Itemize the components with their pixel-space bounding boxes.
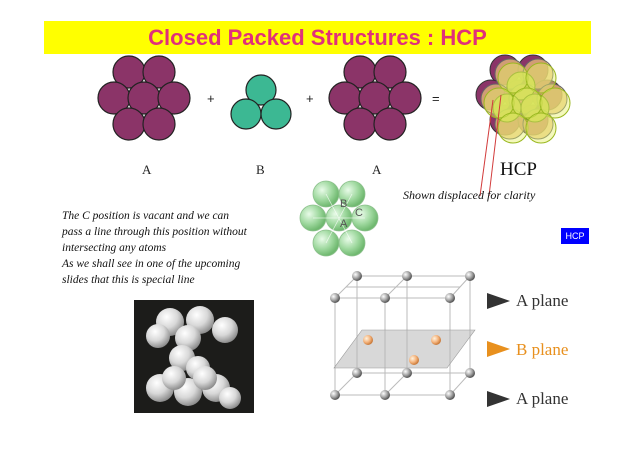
plus-operator-1: + [207, 91, 215, 106]
displaced-note: Shown displaced for clarity [403, 188, 535, 203]
inset-label-a: A [340, 218, 347, 230]
description-line: The C position is vacant and we can [62, 208, 284, 224]
plane-label-a-top: A plane [516, 291, 568, 311]
description-text: The C position is vacant and we can pass… [62, 208, 284, 288]
arrow-a-plane-bottom [487, 391, 510, 407]
a-layer-right [329, 56, 421, 140]
layer-label-b: B [256, 162, 265, 178]
plane-label-a-bottom: A plane [516, 389, 568, 409]
layer-label-a-left: A [142, 162, 151, 178]
a-layer-left [98, 56, 190, 140]
b-layer [231, 75, 291, 129]
hcp-label: HCP [500, 159, 537, 181]
description-line: slides that this is special line [62, 272, 284, 288]
plane-label-b: B plane [516, 340, 568, 360]
equals-operator: = [432, 91, 440, 106]
arrow-a-plane-top [487, 293, 510, 309]
hcp-link-button[interactable]: HCP [561, 228, 589, 244]
hcp-stack [476, 55, 570, 143]
arrow-b-plane [487, 341, 510, 357]
description-line: pass a line through this position withou… [62, 224, 284, 240]
description-line: intersecting any atoms [62, 240, 284, 256]
plus-operator-2: + [306, 91, 314, 106]
description-line: As we shall see in one of the upcoming [62, 256, 284, 272]
layer-label-a-right: A [372, 162, 381, 178]
b-plane-shade [334, 330, 475, 368]
inset-label-b: B [340, 198, 347, 210]
inset-label-c: C [355, 207, 363, 219]
